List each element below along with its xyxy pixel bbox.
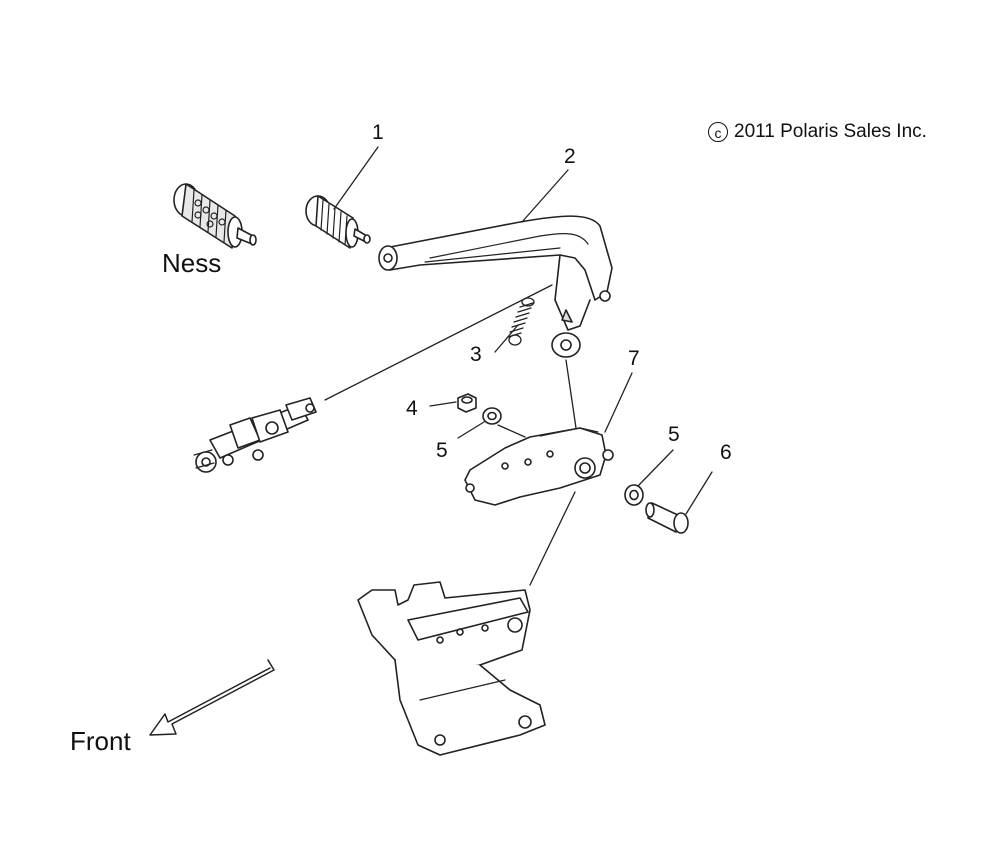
part-6-shoulder-bolt bbox=[645, 502, 689, 534]
front-label: Front bbox=[70, 726, 131, 756]
callout-6: 6 bbox=[720, 441, 732, 464]
callout-5-right: 5 bbox=[668, 423, 680, 446]
callout-2: 2 bbox=[564, 145, 576, 168]
ness-footpeg-part bbox=[173, 183, 257, 249]
part-1-footpeg bbox=[305, 195, 371, 249]
mounting-bracket-part bbox=[357, 581, 546, 756]
part-7-pivot-arm bbox=[464, 427, 614, 506]
callout-1: 1 bbox=[372, 121, 384, 144]
master-cylinder-part bbox=[193, 397, 317, 473]
front-direction-arrow bbox=[149, 659, 275, 736]
copyright-text: 2011 Polaris Sales Inc. bbox=[734, 121, 927, 143]
ness-label: Ness bbox=[162, 248, 222, 278]
part-4-nut bbox=[457, 393, 477, 413]
part-2-brake-lever bbox=[378, 215, 613, 358]
part-5-washer-right bbox=[624, 484, 644, 506]
leader-lines bbox=[324, 146, 713, 586]
part-5-bushing-left bbox=[482, 407, 502, 425]
copyright-notice: c 2011 Polaris Sales Inc. bbox=[708, 122, 927, 142]
callout-3: 3 bbox=[470, 343, 482, 366]
callout-4: 4 bbox=[406, 397, 418, 420]
callout-7: 7 bbox=[628, 347, 640, 370]
callout-5-left: 5 bbox=[436, 439, 448, 462]
copyright-symbol: c bbox=[708, 122, 728, 142]
